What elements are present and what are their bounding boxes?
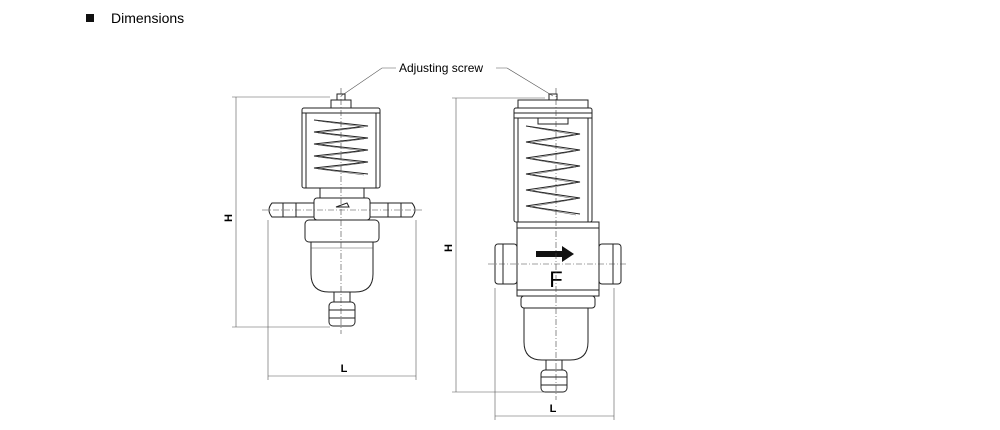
left-height-dimension: H <box>223 96 330 328</box>
callout-label: Adjusting screw <box>399 61 483 75</box>
right-height-label: H <box>443 244 455 252</box>
left-height-label: H <box>223 214 235 222</box>
left-valve-drawing <box>262 88 422 334</box>
right-length-label: L <box>550 403 557 415</box>
right-height-dimension: H <box>443 97 545 393</box>
section-header: Dimensions <box>86 10 184 26</box>
square-bullet-icon <box>86 14 94 22</box>
right-length-dimension: L <box>494 288 615 420</box>
adjusting-screw-callout: Adjusting screw <box>340 61 554 97</box>
flow-arrow-icon <box>536 246 574 262</box>
left-length-label: L <box>341 363 348 375</box>
section-title: Dimensions <box>111 10 185 26</box>
left-length-dimension: L <box>267 220 417 380</box>
right-valve-drawing: F <box>488 88 628 400</box>
